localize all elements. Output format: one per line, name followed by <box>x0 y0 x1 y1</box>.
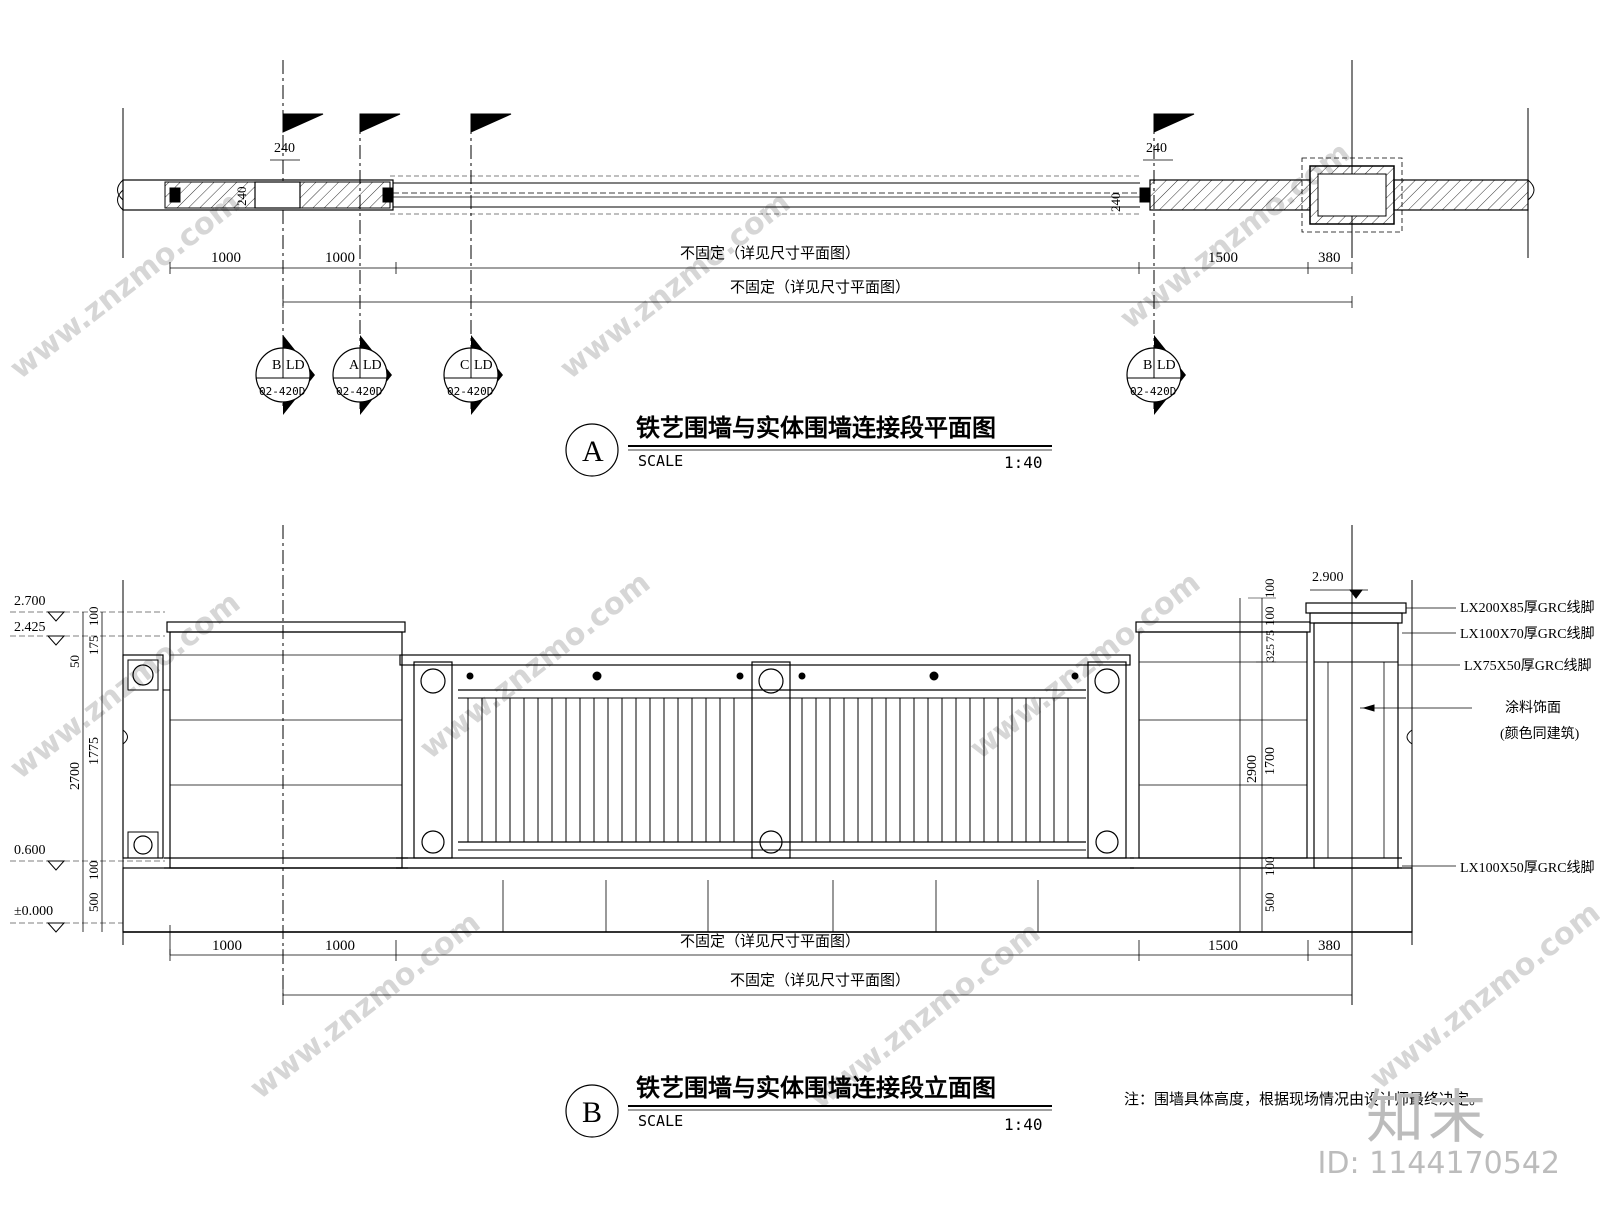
callout-label: 涂料饰面 <box>1505 700 1561 716</box>
svg-text:100: 100 <box>1262 579 1277 599</box>
svg-text:500: 500 <box>1262 893 1277 913</box>
dim-label: 1000 <box>325 250 355 266</box>
scale-label: SCALE <box>638 452 683 470</box>
scale-value: 1:40 <box>1004 1115 1043 1134</box>
watermark-text: www.znzmo.com <box>963 565 1207 766</box>
section-marker: B LD 02-420D <box>255 335 315 415</box>
section-marker: C LD 02-420D <box>443 335 503 415</box>
dim-label: 1000 <box>212 938 242 954</box>
watermark-text: www.znzmo.com <box>413 565 657 766</box>
svg-text:1775: 1775 <box>87 737 102 765</box>
svg-text:LD: LD <box>286 358 305 373</box>
section-marker: A LD 02-420D <box>332 335 392 415</box>
dim-label: 1000 <box>325 938 355 954</box>
elevation-view <box>122 525 1413 1005</box>
dim-label: 240 <box>274 141 295 156</box>
dim-label: 240 <box>234 187 249 207</box>
level-label: 2.900 <box>1312 570 1344 585</box>
level-label: 2.425 <box>14 620 46 635</box>
fence-balusters <box>467 698 1069 842</box>
svg-text:500: 500 <box>86 893 101 913</box>
section-marker: B LD 02-420D <box>1126 335 1186 415</box>
watermark-id: ID: 1144170542 <box>1317 1146 1560 1181</box>
watermark-brand: 知末 <box>1365 1083 1490 1151</box>
plan-dim-labels: 240 240 240 240 1000 1000 不固定（详见尺寸平面图） 1… <box>211 141 1341 296</box>
svg-text:100: 100 <box>86 861 101 881</box>
svg-text:75: 75 <box>1263 630 1277 642</box>
plan-title-block: A 铁艺围墙与实体围墙连接段平面图 SCALE 1:40 <box>565 414 1052 477</box>
svg-text:175: 175 <box>86 636 101 656</box>
elevation-left-dims <box>10 611 165 933</box>
svg-text:C: C <box>460 358 469 373</box>
svg-text:LD: LD <box>363 358 382 373</box>
dim-label: 240 <box>1146 141 1167 156</box>
note-text: 注：围墙具体高度，根据现场情况由设计师最终决定。 <box>1124 1091 1484 1108</box>
svg-text:1700: 1700 <box>1263 747 1278 775</box>
elevation-right <box>1130 589 1472 932</box>
dim-label: 1000 <box>211 250 241 266</box>
svg-text:2700: 2700 <box>68 762 83 790</box>
callout-label: LX75X50厚GRC线脚 <box>1464 658 1592 674</box>
elevation-bottom-dims <box>169 940 1353 1001</box>
watermark-text: www.znzmo.com <box>243 905 487 1106</box>
watermark-text: www.znzmo.com <box>3 185 247 386</box>
view-title: 铁艺围墙与实体围墙连接段平面图 <box>636 414 996 442</box>
view-label: A <box>582 435 604 468</box>
dim-label: 1500 <box>1208 250 1238 266</box>
scale-label: SCALE <box>638 1112 683 1130</box>
elevation-labels: 2.700 2.425 0.600 ±0.000 100 175 50 1775… <box>14 570 1595 989</box>
level-label: 2.700 <box>14 594 46 609</box>
svg-text:B: B <box>1143 358 1152 373</box>
elevation-title-block: B 铁艺围墙与实体围墙连接段立面图 SCALE 1:40 注：围墙具体高度，根据… <box>565 1074 1484 1138</box>
svg-text:LD: LD <box>474 358 493 373</box>
section-markers: B LD 02-420D A LD 02-420D C LD 02-420D B… <box>255 335 1186 415</box>
svg-text:A: A <box>349 358 360 373</box>
svg-text:02-420D: 02-420D <box>259 385 305 398</box>
view-label: B <box>582 1096 602 1129</box>
level-label: 0.600 <box>14 843 46 858</box>
dim-label: 1500 <box>1208 938 1238 954</box>
svg-text:LD: LD <box>1157 358 1176 373</box>
svg-text:100: 100 <box>1262 607 1277 627</box>
dim-label: 不固定（详见尺寸平面图） <box>730 279 910 296</box>
callout-label: LX100X70厚GRC线脚 <box>1460 626 1595 642</box>
dim-label: 不固定（详见尺寸平面图） <box>680 245 860 262</box>
dim-label: 240 <box>1108 193 1123 213</box>
callout-label: LX100X50厚GRC线脚 <box>1460 860 1595 876</box>
svg-text:02-420D: 02-420D <box>1130 385 1176 398</box>
svg-text:325: 325 <box>1263 644 1277 662</box>
watermark-text: www.znzmo.com <box>1363 895 1600 1096</box>
watermark-text: www.znzmo.com <box>3 585 247 786</box>
dim-label: 380 <box>1318 938 1341 954</box>
svg-text:B: B <box>272 358 281 373</box>
view-title: 铁艺围墙与实体围墙连接段立面图 <box>636 1074 996 1102</box>
svg-text:100: 100 <box>1262 857 1277 877</box>
svg-text:2900: 2900 <box>1245 755 1260 783</box>
svg-text:100: 100 <box>86 607 101 627</box>
svg-text:02-420D: 02-420D <box>336 385 382 398</box>
scale-value: 1:40 <box>1004 453 1043 472</box>
callout-label: (颜色同建筑) <box>1500 725 1580 742</box>
svg-text:50: 50 <box>67 655 82 668</box>
svg-text:02-420D: 02-420D <box>447 385 493 398</box>
plan-view <box>117 60 1535 410</box>
callout-label: LX200X85厚GRC线脚 <box>1460 600 1595 616</box>
dim-label: 不固定（详见尺寸平面图） <box>680 933 860 950</box>
dim-label: 不固定（详见尺寸平面图） <box>730 972 910 989</box>
level-label: ±0.000 <box>14 904 53 919</box>
dim-label: 380 <box>1318 250 1341 266</box>
